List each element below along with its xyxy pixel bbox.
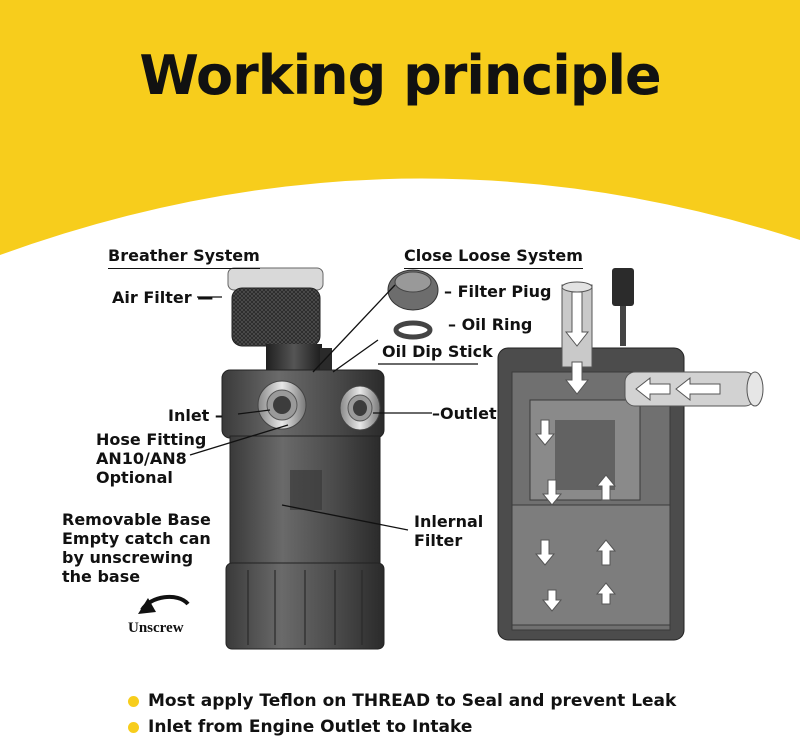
- bullet-dot-icon: [128, 696, 139, 707]
- oil-ring-label: – Oil Ring: [448, 315, 533, 334]
- note-text: Inlet from Engine Outlet to Intake: [148, 717, 473, 737]
- cutaway-view: [497, 268, 764, 641]
- breather-system-label: Breather System: [108, 246, 260, 269]
- removable-base-line-2: Empty catch can: [62, 529, 211, 548]
- hose-fitting-label: Hose Fitting AN10/AN8 Optional: [96, 430, 206, 487]
- hose-fitting-line-2: AN10/AN8: [96, 449, 187, 468]
- close-loose-system-label: Close Loose System: [404, 246, 583, 269]
- removable-base-label: Removable Base Empty catch can by unscre…: [62, 510, 211, 586]
- removable-base-line-3: by unscrewing: [62, 548, 194, 567]
- inlet-label: Inlet –: [168, 406, 223, 425]
- removable-base-line-4: the base: [62, 567, 141, 586]
- unscrew-arrow-icon: [138, 594, 190, 614]
- air-filter-label: Air Filter —: [112, 288, 214, 307]
- unscrew-label: Unscrew: [128, 620, 184, 636]
- hose-fitting-line-1: Hose Fitting: [96, 430, 207, 449]
- internal-filter-label: Inlernal Filter: [414, 512, 483, 550]
- removable-base-line-1: Removable Base: [62, 510, 211, 529]
- internal-filter-line-1: Inlernal: [414, 512, 484, 531]
- oil-dip-stick-label: Oil Dip Stick: [382, 342, 493, 361]
- external-view: [221, 267, 385, 650]
- page-title: Working principle: [139, 44, 661, 107]
- note-text: Most apply Teflon on THREAD to Seal and …: [148, 691, 677, 711]
- internal-filter-line-2: Filter: [414, 531, 463, 550]
- filter-plug-label: – Filter Piug: [444, 282, 552, 301]
- bullet-dot-icon: [128, 722, 139, 733]
- hose-fitting-line-3: Optional: [96, 468, 173, 487]
- header-banner: [0, 0, 800, 255]
- outlet-label: –Outlet: [432, 404, 497, 423]
